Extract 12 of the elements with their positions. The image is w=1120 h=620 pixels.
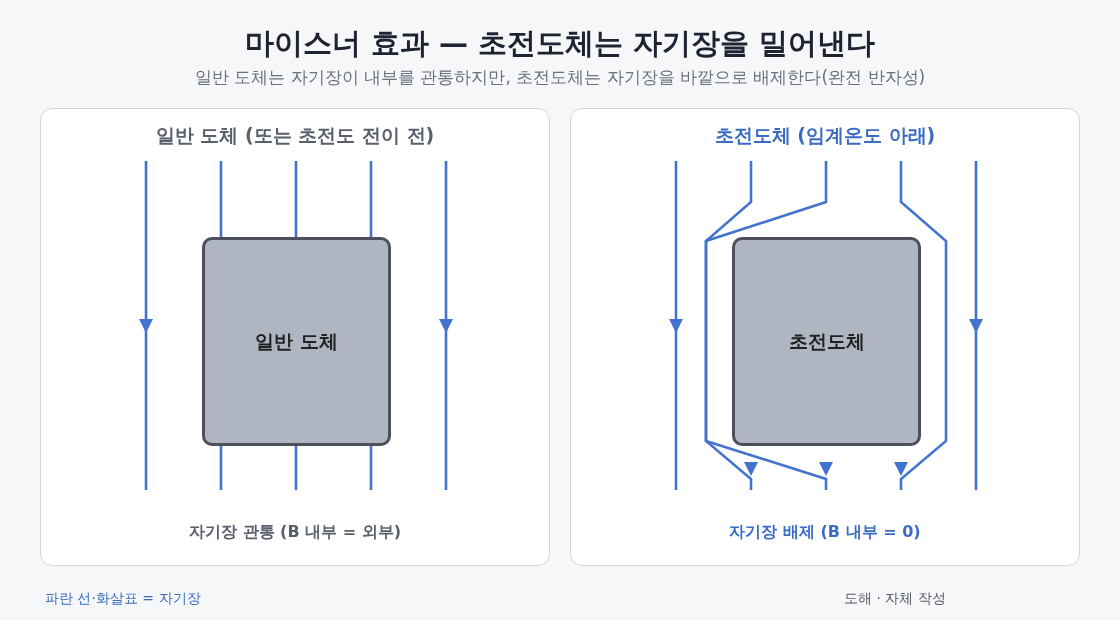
legend-note: 파란 선·화살표 = 자기장 [45,590,201,608]
title: 마이스너 효과 — 초전도체는 자기장을 밀어낸다 [244,25,876,62]
panel-heading: 초전도체 (임계온도 아래) [714,123,936,148]
card-panel [40,108,550,566]
credit-note: 도해 · 자체 작성 [844,590,946,608]
conductor-box: 일반 도체 [202,237,391,446]
panel-caption: 자기장 관통 (B 내부 = 외부) [188,522,402,543]
panel-heading: 일반 도체 (또는 초전도 전이 전) [155,123,435,148]
card-panel [570,108,1080,566]
subtitle: 일반 도체는 자기장이 내부를 관통하지만, 초전도체는 자기장을 바깥으로 배제한다(완전 반자성) [194,66,926,89]
panel-caption: 자기장 배제 (B 내부 = 0) [729,522,921,543]
conductor-box: 초전도체 [732,237,921,446]
